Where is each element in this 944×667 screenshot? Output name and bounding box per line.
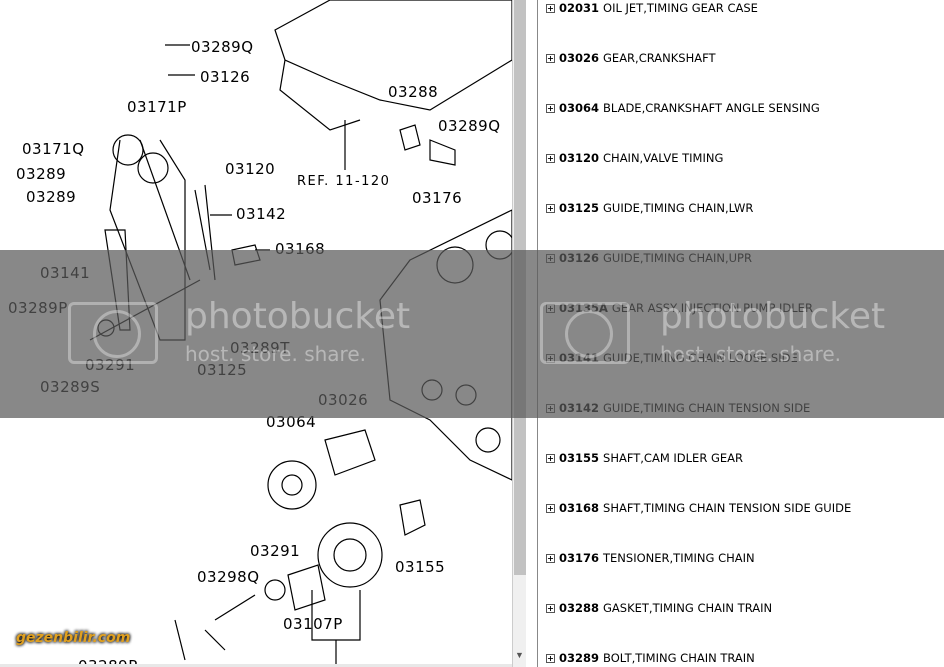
- part-code: 03120: [559, 151, 600, 165]
- expand-icon[interactable]: +: [546, 503, 555, 513]
- callout-label: 03026: [318, 391, 369, 409]
- part-code: 03064: [559, 101, 600, 115]
- expand-icon[interactable]: +: [546, 3, 555, 13]
- callout-label: 03289: [26, 188, 77, 206]
- expand-icon[interactable]: +: [546, 453, 555, 463]
- part-name: SHAFT,TIMING CHAIN TENSION SIDE GUIDE: [603, 501, 852, 515]
- callout-label: 03289S: [40, 378, 101, 396]
- part-name: BOLT,TIMING CHAIN TRAIN: [603, 651, 755, 665]
- part-name: GUIDE,TIMING CHAIN LOOSE SIDE: [603, 351, 798, 365]
- expand-icon[interactable]: +: [546, 353, 555, 363]
- callout-label: 03155: [395, 558, 446, 576]
- callout-label: 03289P: [8, 299, 68, 317]
- part-code: 02031: [559, 1, 600, 15]
- callout-label: 03168: [275, 240, 326, 258]
- expand-icon[interactable]: +: [546, 53, 555, 63]
- part-name: GUIDE,TIMING CHAIN,LWR: [603, 201, 754, 215]
- callout-label: 03107P: [283, 615, 343, 633]
- part-code: 03026: [559, 51, 600, 65]
- part-name: TENSIONER,TIMING CHAIN: [603, 551, 755, 565]
- expand-icon[interactable]: +: [546, 253, 555, 263]
- callout-label: 03289: [16, 165, 67, 183]
- callout-label: 03291: [85, 356, 136, 374]
- scroll-down-arrow-icon[interactable]: ▼: [515, 650, 524, 660]
- callout-label: 03289P: [78, 657, 138, 667]
- part-code: 03142: [559, 401, 600, 415]
- part-code: 03141: [559, 351, 600, 365]
- vertical-scrollbar[interactable]: ▼: [512, 0, 526, 667]
- expand-icon[interactable]: +: [546, 203, 555, 213]
- callout-label: 03171P: [127, 98, 187, 116]
- callout-label: 03141: [40, 264, 91, 282]
- expand-icon[interactable]: +: [546, 153, 555, 163]
- parts-diagram[interactable]: 03289Q 03126 03171P 03171Q 03289 03289 0…: [0, 0, 512, 667]
- expand-icon[interactable]: +: [546, 303, 555, 313]
- callout-label: 03298Q: [197, 568, 260, 586]
- part-code: 03126: [559, 251, 600, 265]
- part-name: GUIDE,TIMING CHAIN,UPR: [603, 251, 752, 265]
- part-code: 03125: [559, 201, 600, 215]
- part-name: GASKET,TIMING CHAIN TRAIN: [603, 601, 773, 615]
- pane-divider[interactable]: [526, 0, 538, 667]
- part-name: GUIDE,TIMING CHAIN TENSION SIDE: [603, 401, 811, 415]
- expand-icon[interactable]: +: [546, 103, 555, 113]
- part-name: SHAFT,CAM IDLER GEAR: [603, 451, 743, 465]
- part-name: BLADE,CRANKSHAFT ANGLE SENSING: [603, 101, 820, 115]
- scrollbar-thumb[interactable]: [514, 0, 526, 575]
- expand-icon[interactable]: +: [546, 603, 555, 613]
- callout-label: 03289Q: [191, 38, 254, 56]
- callout-label: 03288: [388, 83, 439, 101]
- callout-label: 03289T: [230, 339, 290, 357]
- callout-label: 03064: [266, 413, 317, 431]
- part-code: 03288: [559, 601, 600, 615]
- part-code: 03155: [559, 451, 600, 465]
- callout-label: 03171Q: [22, 140, 85, 158]
- callout-label: 03142: [236, 205, 287, 223]
- part-name: CHAIN,VALVE TIMING: [603, 151, 724, 165]
- part-code: 03176: [559, 551, 600, 565]
- expand-icon[interactable]: +: [546, 653, 555, 663]
- part-code: 03289: [559, 651, 600, 665]
- part-name: OIL JET,TIMING GEAR CASE: [603, 1, 758, 15]
- part-code: 03168: [559, 501, 600, 515]
- site-logo: gezenbilir.com: [16, 630, 131, 646]
- callout-label: 03291: [250, 542, 301, 560]
- part-code: 03135A: [559, 301, 608, 315]
- part-name: GEAR,CRANKSHAFT: [603, 51, 716, 65]
- callout-label: 03289Q: [438, 117, 501, 135]
- horizontal-scrollbar[interactable]: [0, 664, 512, 667]
- callout-label: 03120: [225, 160, 276, 178]
- callout-label: 03176: [412, 189, 463, 207]
- part-name: GEAR ASSY,INJECTION PUMP IDLER: [611, 301, 813, 315]
- expand-icon[interactable]: +: [546, 553, 555, 563]
- callout-label: 03126: [200, 68, 251, 86]
- reference-label: REF. 11-120: [297, 174, 391, 189]
- callout-label: 03125: [197, 361, 248, 379]
- expand-icon[interactable]: +: [546, 403, 555, 413]
